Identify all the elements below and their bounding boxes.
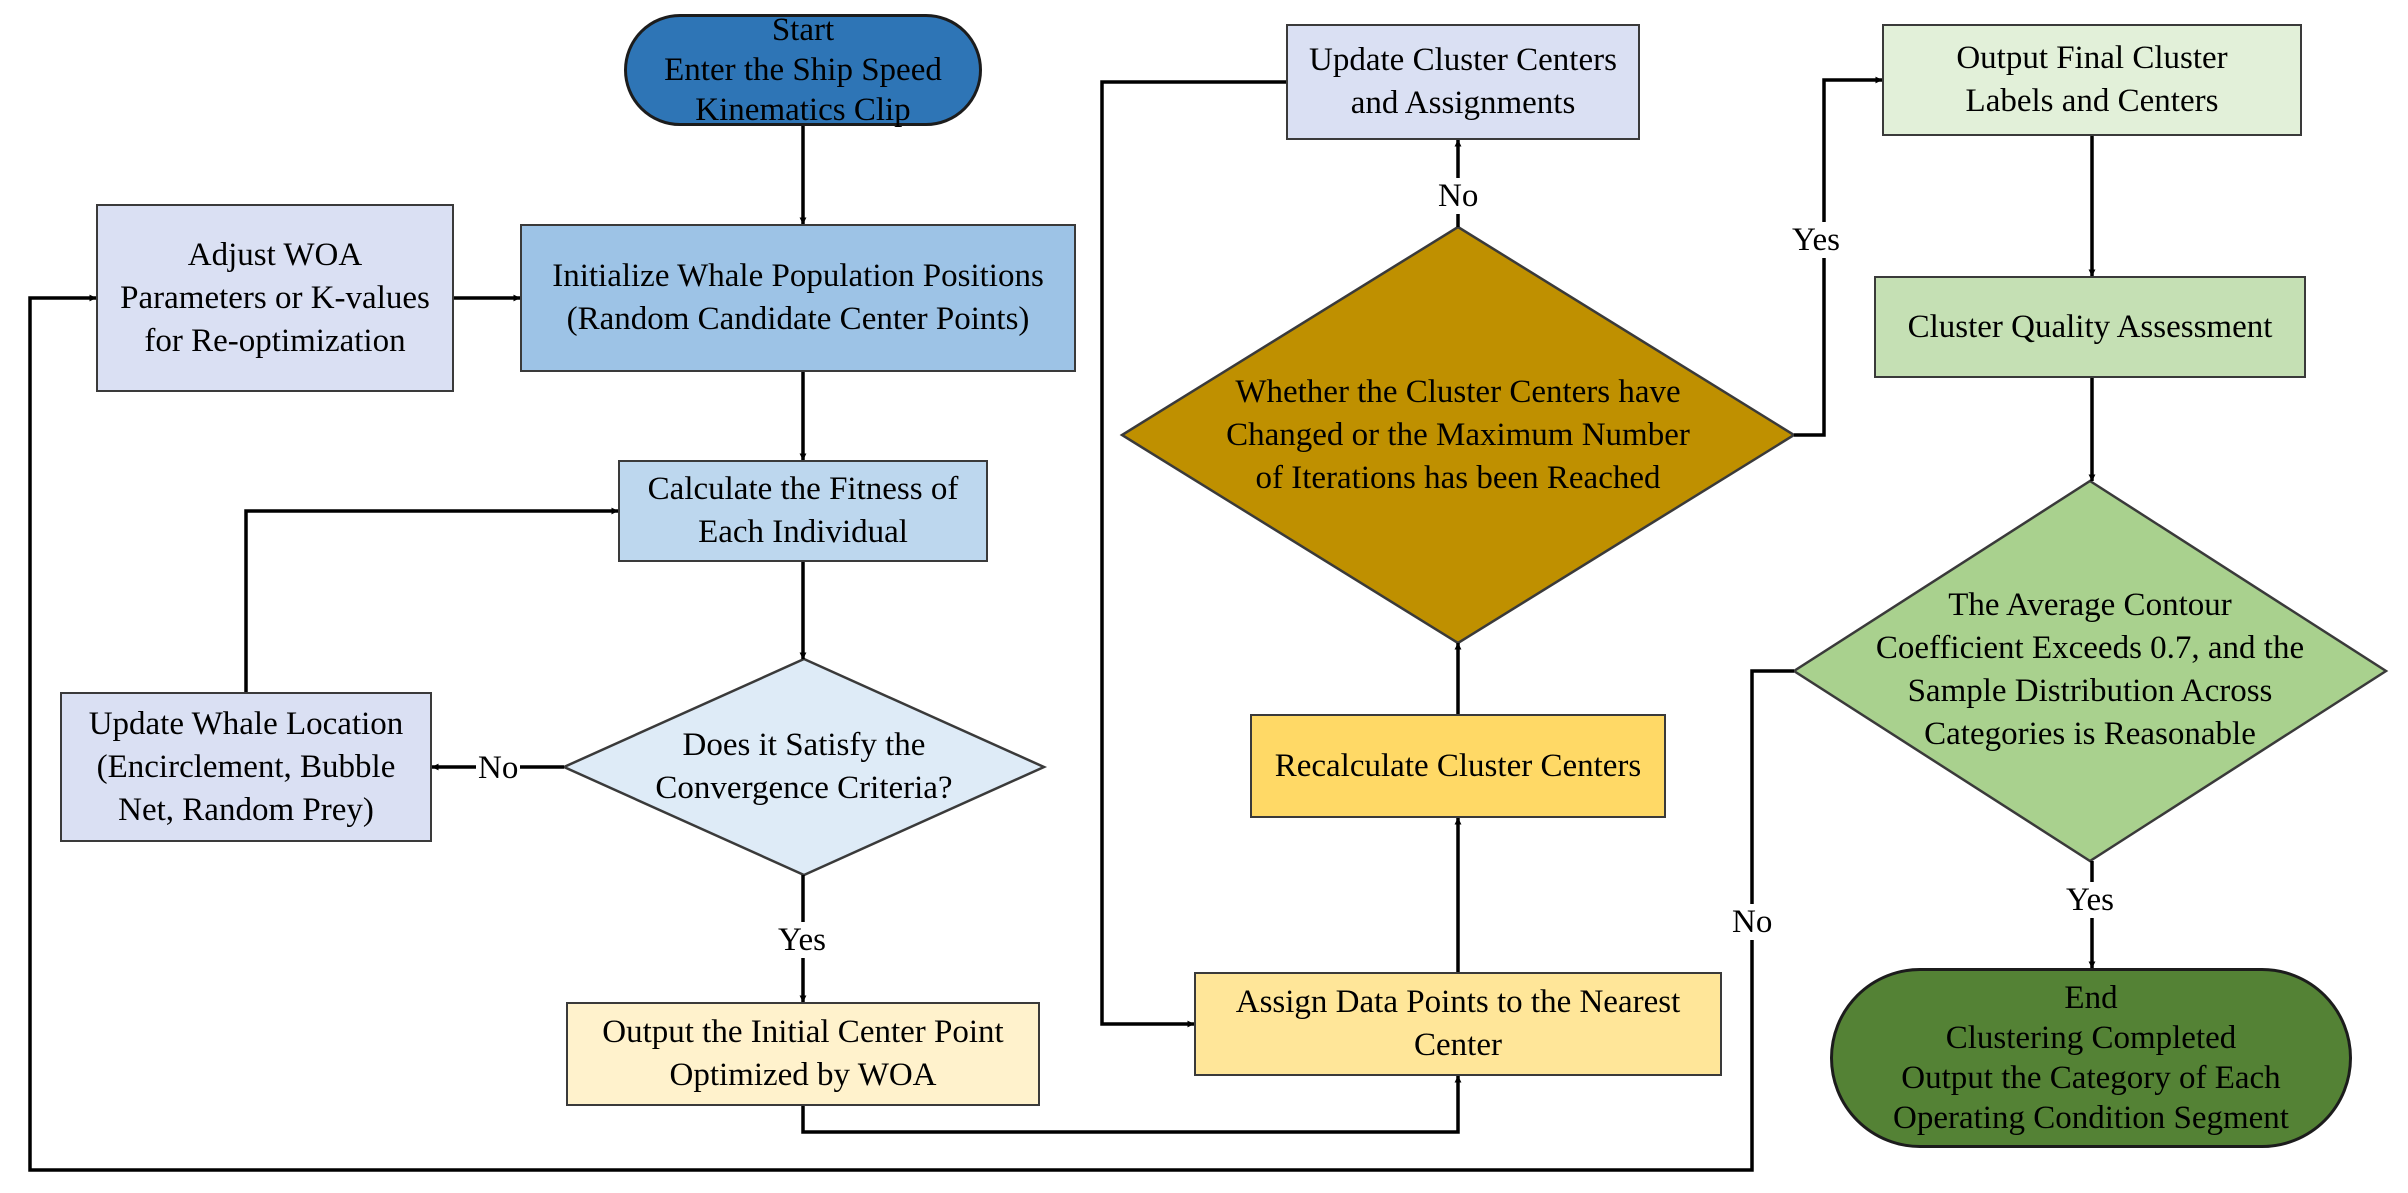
cluster-change-decision-text: Whether the Cluster Centers have Changed… <box>1226 373 1690 496</box>
calculate-fitness-box: Calculate the Fitness of Each Individual <box>618 460 988 562</box>
output-final-labels-box: Output Final Cluster Labels and Centers <box>1882 24 2302 136</box>
cluster-quality-assessment-box: Cluster Quality Assessment <box>1874 276 2306 378</box>
quality-decision-diamond <box>1791 479 2389 863</box>
assign-data-points-box: Assign Data Points to the Nearest Center <box>1194 972 1722 1076</box>
edge-decision-no-to-adjust <box>28 294 1794 1172</box>
cluster-no-label: No <box>1436 178 1481 214</box>
quality-decision-text: The Average Contour Coefficient Exceeds … <box>1875 587 2305 752</box>
edge-output-to-assign <box>801 1075 1462 1134</box>
edge-update-to-assign <box>1100 80 1286 1028</box>
quality-no-label: No <box>1730 904 1775 940</box>
initialize-population-box: Initialize Whale Population Positions (R… <box>520 224 1076 372</box>
convergence-decision-text: Does it Satisfy the Convergence Criteria… <box>655 727 953 806</box>
update-whale-location-box: Update Whale Location (Encirclement, Bub… <box>60 692 432 842</box>
quality-yes-label: Yes <box>2064 882 2117 918</box>
recalculate-centers-box: Recalculate Cluster Centers <box>1250 714 1666 818</box>
cluster-yes-label: Yes <box>1790 222 1843 258</box>
convergence-yes-label: Yes <box>776 922 829 958</box>
output-initial-center-box: Output the Initial Center Point Optimize… <box>566 1002 1040 1106</box>
adjust-parameters-box: Adjust WOA Parameters or K-values for Re… <box>96 204 454 392</box>
convergence-no-label: No <box>476 750 521 786</box>
update-cluster-centers-box: Update Cluster Centers and Assignments <box>1286 24 1640 140</box>
edge-update-to-fitness <box>244 507 619 692</box>
start-terminal: Start Enter the Ship Speed Kinematics Cl… <box>624 12 982 128</box>
end-terminal: End Clustering Completed Output the Cate… <box>1830 968 2352 1148</box>
